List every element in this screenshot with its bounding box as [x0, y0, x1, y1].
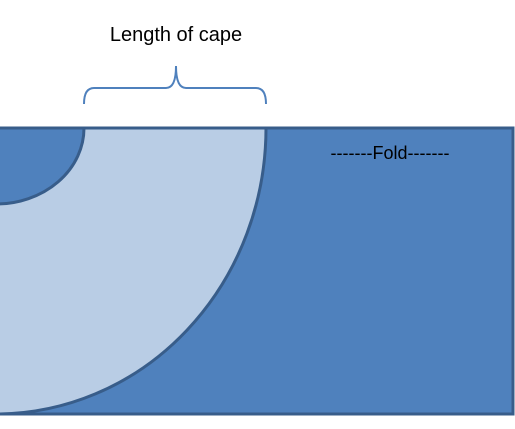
neck-opening: [0, 126, 86, 206]
cape-quarter-circle: [0, 126, 268, 416]
fold-label: -------Fold-------: [331, 143, 450, 163]
length-brace: [83, 65, 267, 105]
length-of-cape-label: Length of cape: [110, 24, 242, 46]
